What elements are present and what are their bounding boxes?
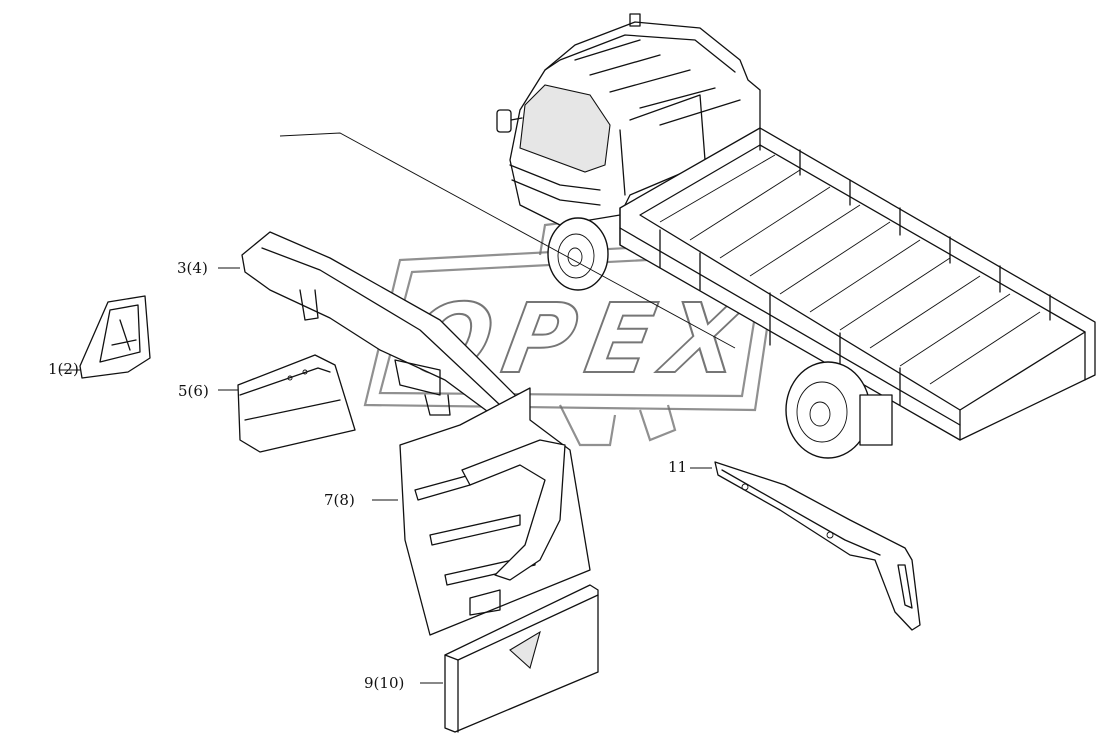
part-9-mudflap	[420, 584, 599, 733]
callout-label-11: 11	[668, 458, 687, 476]
callout-label-1: 1(2)	[48, 360, 79, 378]
part-5-panel	[218, 354, 356, 453]
callout-label-5: 5(6)	[178, 382, 209, 400]
leader-line-top	[279, 132, 736, 349]
part-11-bracket	[690, 461, 921, 631]
part-7-mudguard-bracket	[372, 387, 591, 636]
callout-label-7: 7(8)	[324, 491, 355, 509]
part-1-bracket	[60, 295, 151, 379]
truck-illustration	[496, 13, 1096, 459]
callout-label-3: 3(4)	[177, 259, 208, 277]
callout-label-9: 9(10)	[364, 674, 404, 692]
